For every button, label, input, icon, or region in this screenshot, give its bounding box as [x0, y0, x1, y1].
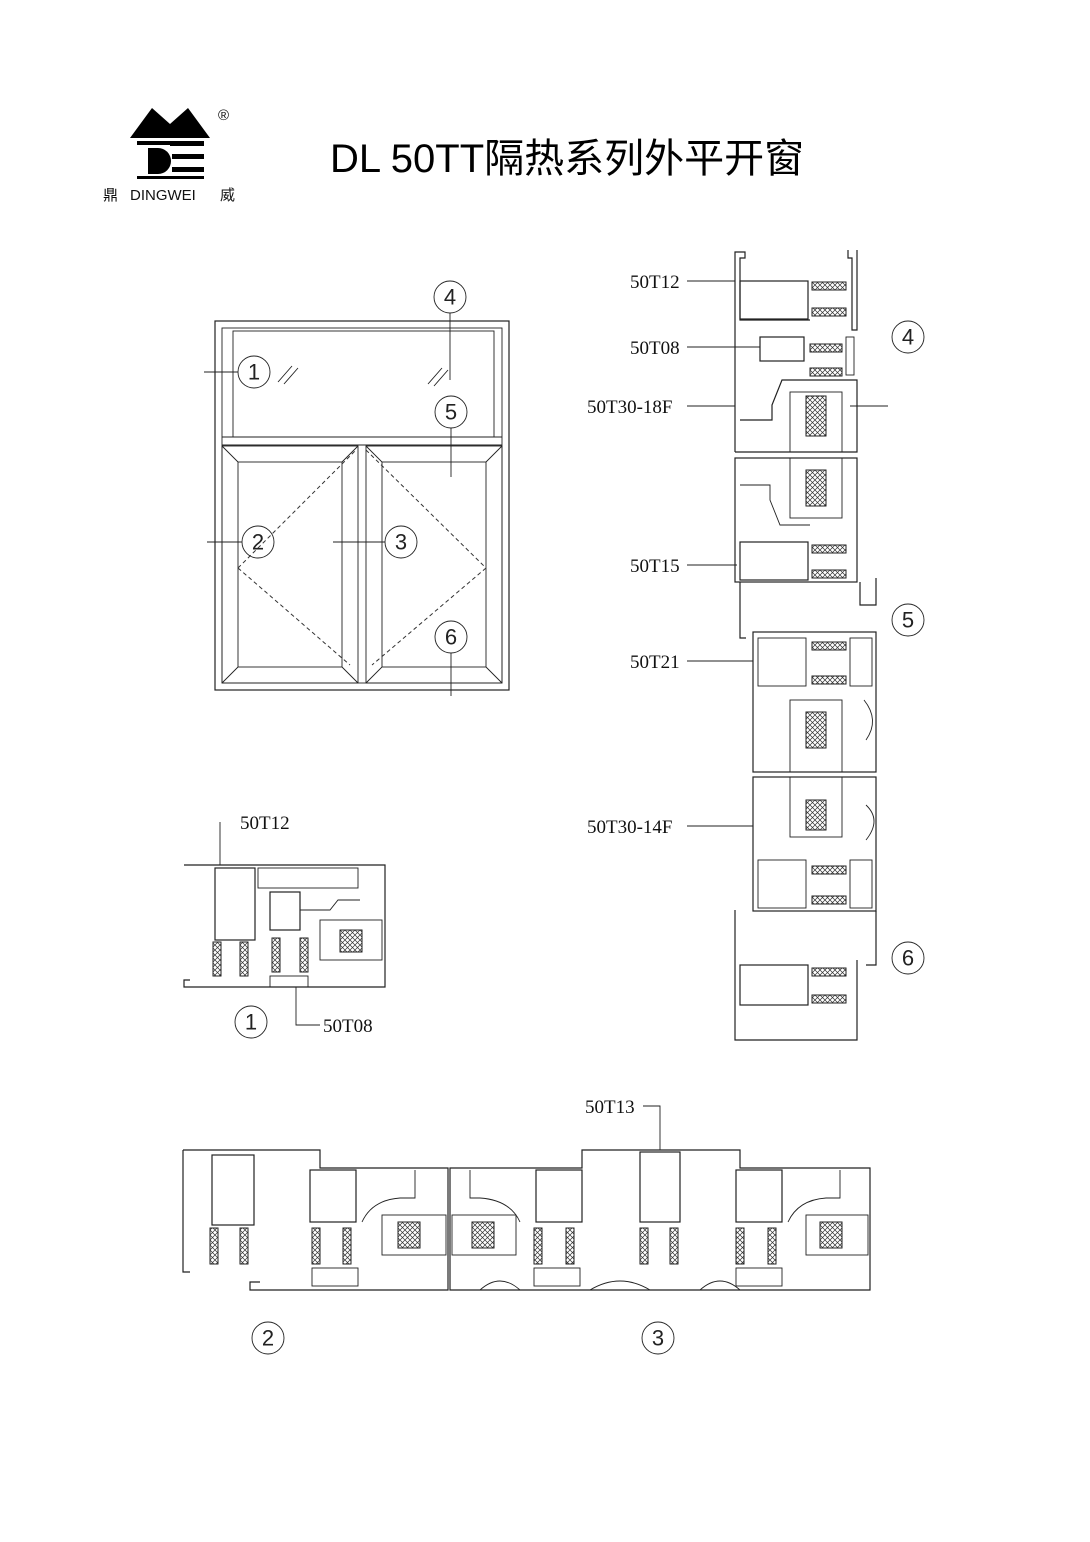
- marker-3: 3: [641, 1321, 675, 1355]
- label-50t15: 50T15: [630, 556, 680, 577]
- svg-text:3: 3: [652, 1326, 664, 1351]
- label-50t21: 50T21: [630, 652, 680, 673]
- svg-text:2: 2: [252, 530, 264, 555]
- window-elevation: [204, 313, 510, 696]
- marker-5: 5: [891, 603, 925, 637]
- marker-2: 2: [241, 525, 275, 559]
- label-50t13: 50T13: [585, 1097, 635, 1118]
- label-50t12: 50T12: [630, 272, 680, 293]
- label-50t08: 50T08: [323, 1016, 373, 1037]
- marker-6: 6: [891, 941, 925, 975]
- horizontal-section: 50T13 2 3: [182, 1097, 871, 1355]
- detail-1-section: 50T12 50T08 1: [183, 813, 386, 1039]
- brand-char-left: 鼎: [103, 187, 118, 204]
- svg-text:3: 3: [395, 530, 407, 555]
- page-title: DL 50TT隔热系列外平开窗: [330, 137, 804, 181]
- marker-1: 1: [234, 1005, 268, 1039]
- svg-text:4: 4: [444, 285, 456, 310]
- brand-name: DINGWEI: [130, 187, 196, 204]
- marker-3: 3: [384, 525, 418, 559]
- marker-5: 5: [434, 395, 468, 429]
- svg-text:6: 6: [902, 946, 914, 971]
- dingwei-logo: ® 鼎 DINGWEI 威: [103, 107, 235, 204]
- registered-mark: ®: [218, 107, 229, 124]
- vertical-section: [687, 250, 888, 1041]
- svg-text:5: 5: [445, 400, 457, 425]
- logo-mountains-icon: [130, 108, 210, 138]
- vertical-section-labels: 50T12 50T08 50T30-18F 50T15 50T21 50T30-…: [587, 272, 925, 975]
- label-50t08: 50T08: [630, 338, 680, 359]
- marker-4: 4: [891, 320, 925, 354]
- svg-text:1: 1: [248, 360, 260, 385]
- elevation-markers: 1 2 3 4 5 6: [237, 280, 468, 654]
- svg-text:6: 6: [445, 625, 457, 650]
- marker-2: 2: [251, 1321, 285, 1355]
- marker-6: 6: [434, 620, 468, 654]
- brand-char-right: 威: [220, 187, 235, 204]
- marker-4: 4: [433, 280, 467, 314]
- label-50t30-14f: 50T30-14F: [587, 817, 673, 838]
- svg-text:4: 4: [902, 325, 914, 350]
- svg-text:1: 1: [245, 1010, 257, 1035]
- label-50t30-18f: 50T30-18F: [587, 397, 673, 418]
- label-50t12: 50T12: [240, 813, 290, 834]
- svg-text:5: 5: [902, 608, 914, 633]
- svg-text:2: 2: [262, 1326, 274, 1351]
- marker-1: 1: [237, 355, 271, 389]
